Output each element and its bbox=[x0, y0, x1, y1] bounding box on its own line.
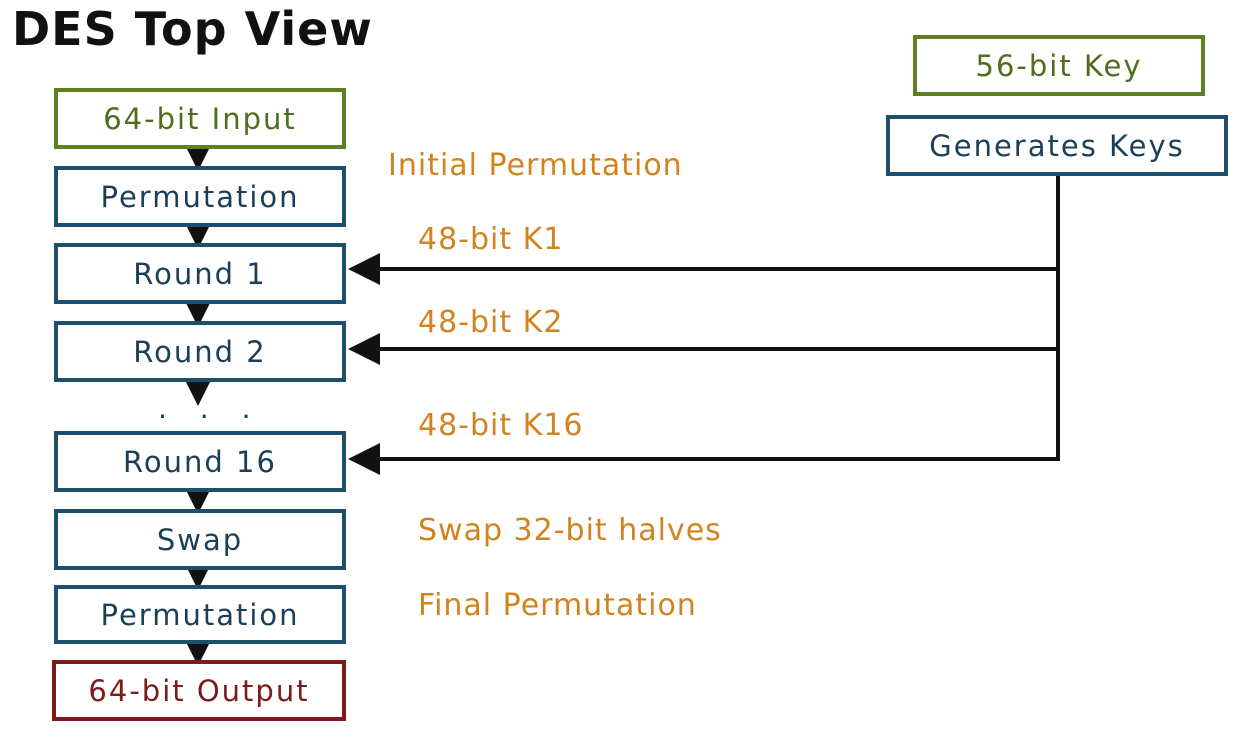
subkey-k2-label: 48-bit K2 bbox=[418, 305, 564, 340]
final-permutation-label: Final Permutation bbox=[418, 588, 697, 623]
round-16-box: Round 16 bbox=[54, 431, 346, 492]
swap-halves-label: Swap 32-bit halves bbox=[418, 513, 722, 548]
initial-permutation-label: Initial Permutation bbox=[388, 148, 683, 183]
initial-permutation-box: Permutation bbox=[54, 166, 346, 227]
final-permutation-box: Permutation bbox=[54, 585, 346, 644]
subkey-k1-label: 48-bit K1 bbox=[418, 222, 564, 257]
round-1-box: Round 1 bbox=[54, 243, 346, 304]
diagram-title: DES Top View bbox=[12, 2, 373, 56]
key-box: 56-bit Key bbox=[913, 35, 1205, 96]
input-box: 64-bit Input bbox=[54, 88, 346, 149]
rounds-ellipsis: . . . bbox=[158, 392, 263, 425]
output-box: 64-bit Output bbox=[52, 660, 346, 721]
round-2-box: Round 2 bbox=[54, 321, 346, 382]
key-generator-box: Generates Keys bbox=[886, 115, 1228, 176]
subkey-k16-label: 48-bit K16 bbox=[418, 408, 584, 443]
swap-box: Swap bbox=[54, 509, 346, 570]
